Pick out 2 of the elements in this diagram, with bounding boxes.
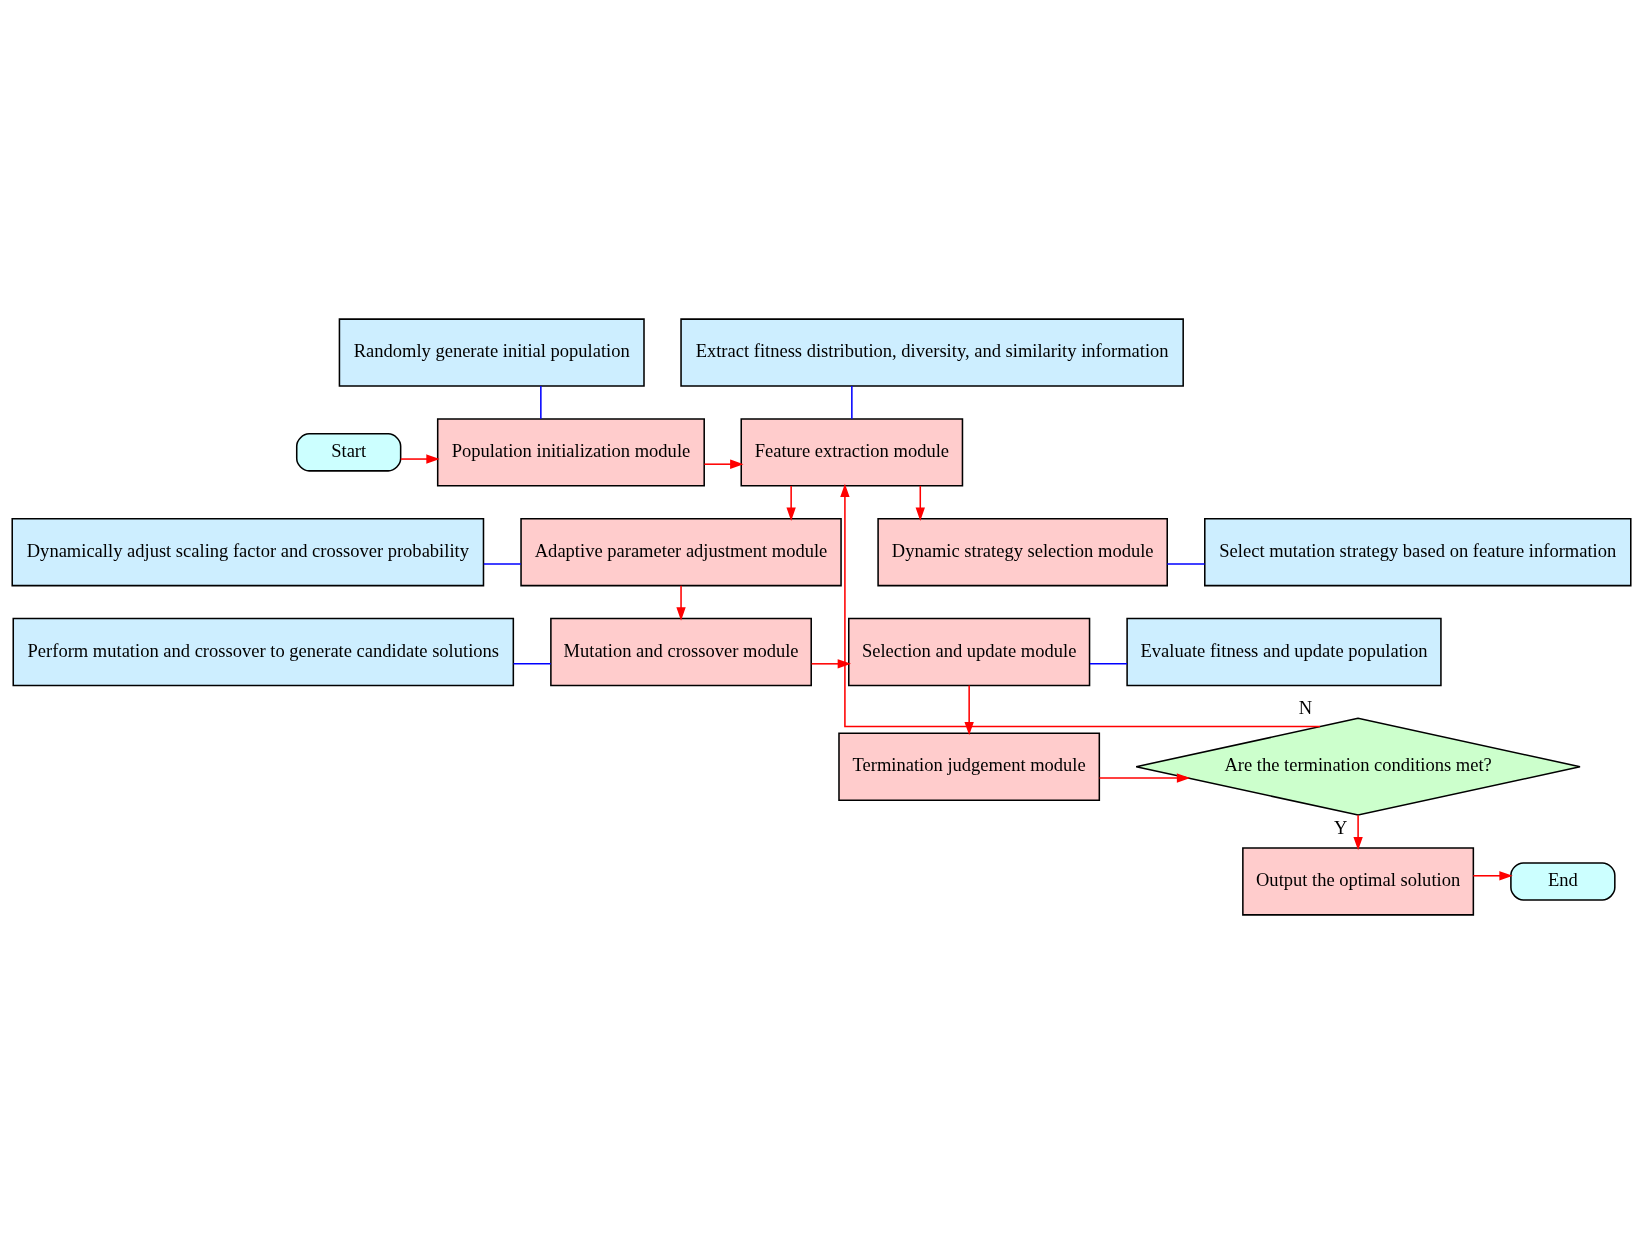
edge-label: N [1298, 696, 1313, 718]
edge-label: Y [1334, 817, 1348, 839]
